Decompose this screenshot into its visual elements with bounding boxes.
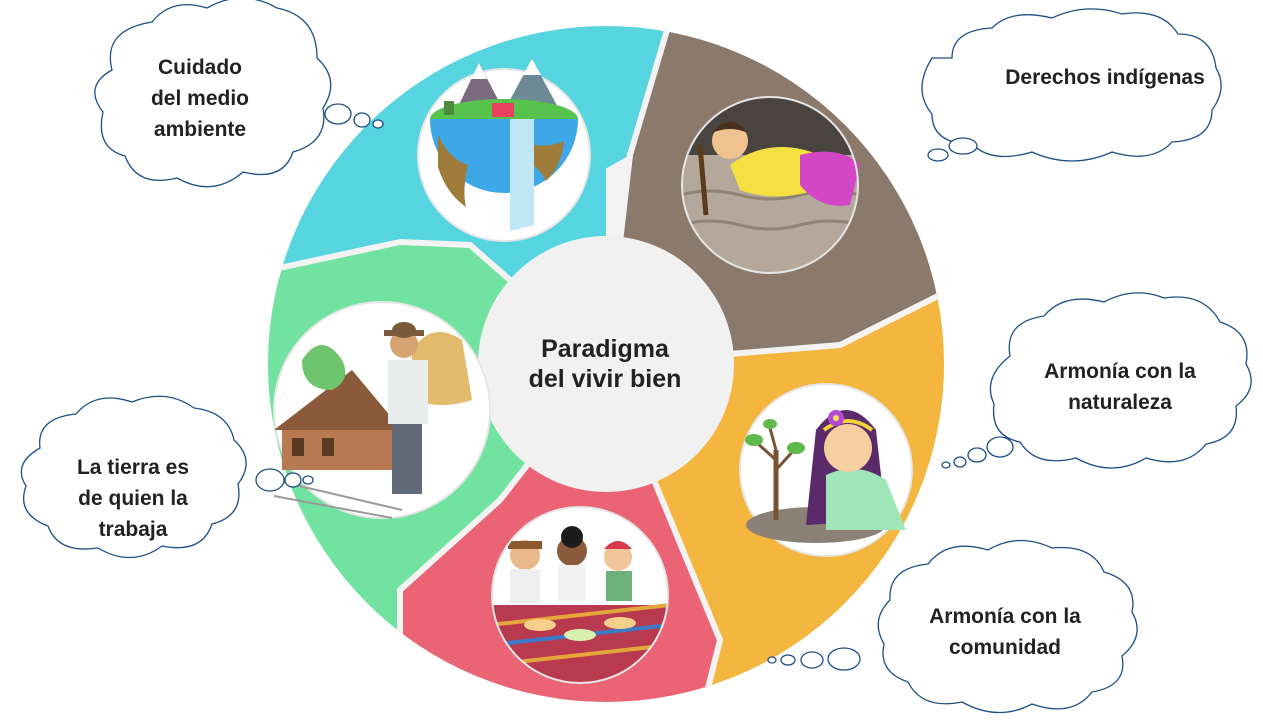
farmer-carrying-wheat-illustration [273,301,491,519]
cloud-harmony-community-line-2: comunidad [948,636,1061,659]
girl-planting-tree-illustration [739,383,913,557]
cloud-indigenous-rights-label: Derechos indígenas [955,62,1255,93]
center-label-line-2: del vivir bien [528,365,682,393]
thought-cloud-harmony-nature [941,292,1252,469]
thought-cloud-land-work [20,395,314,559]
cloud-indigenous-rights-line-1: Derechos indígenas [1005,66,1205,89]
center-label: Paradigma del vivir bien [485,334,725,394]
cloud-harmony-nature-line-1: Armonía con la [1044,360,1196,383]
center-hub [478,236,734,492]
cloud-land-work-label: La tierra es de quien la trabaja [28,452,238,545]
cloud-environment-label: Cuidado del medio ambiente [100,52,300,145]
earth-waterfall-illustration [417,59,591,242]
cloud-environment-line-1: Cuidado [158,56,242,79]
thought-cloud-harmony-community [767,539,1138,714]
cloud-environment-line-2: del medio [150,87,250,110]
center-label-line-1: Paradigma [541,335,669,363]
woman-farming-soil-illustration [681,96,860,274]
cloud-land-work-line-1: La tierra es [76,456,190,479]
children-sharing-meal-illustration [491,506,669,684]
cloud-harmony-community-line-1: Armonía con la [929,605,1081,628]
thought-cloud-indigenous-rights [921,8,1222,162]
cloud-land-work-line-2: de quien la [78,487,188,510]
thought-cloud-environment [94,0,384,188]
cloud-harmony-nature-line-2: naturaleza [1068,391,1172,414]
cloud-harmony-nature-label: Armonía con la naturaleza [1000,356,1240,418]
cloud-harmony-community-label: Armonía con la comunidad [880,601,1130,663]
cloud-environment-line-3: ambiente [153,118,247,141]
cloud-land-work-line-3: trabaja [98,518,168,541]
